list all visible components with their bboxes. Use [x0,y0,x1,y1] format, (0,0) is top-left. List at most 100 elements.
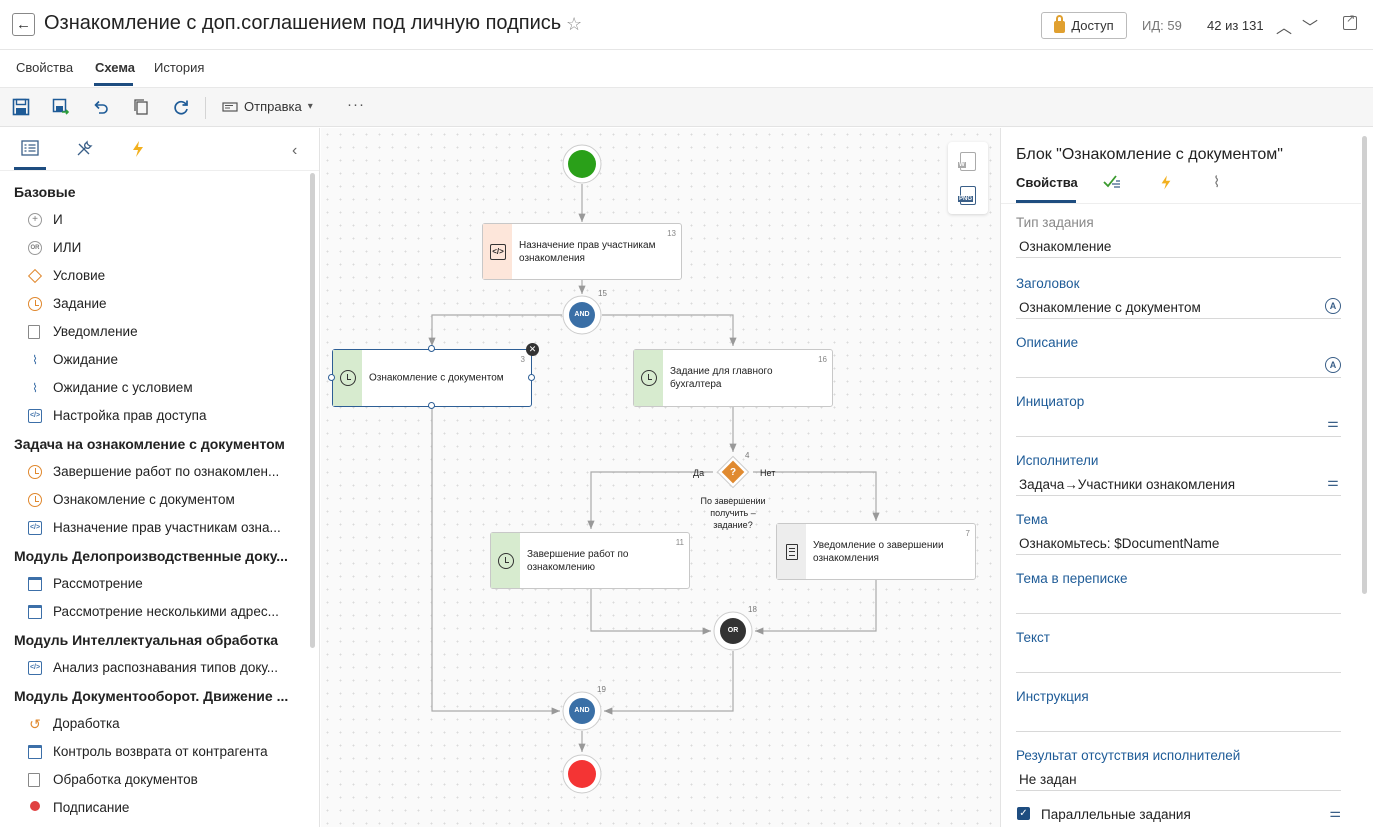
export-png-icon[interactable]: PNG [958,186,976,205]
send-dropdown[interactable]: Отправка ▾ [222,99,313,114]
field-value: Не задан [1019,772,1077,787]
and1-label: AND [574,311,590,318]
block-recognition-analysis[interactable]: </>Анализ распознавания типов доку... [28,660,279,675]
block-assign-rights[interactable]: </>Назначение прав участникам озна... [28,520,281,535]
task-icon [28,297,42,311]
block-review[interactable]: Рассмотрение [0,570,305,598]
attachment-icon[interactable]: ⌇ [1213,174,1221,191]
node-number: 13 [667,229,676,238]
tab-history[interactable]: История [154,60,205,75]
field-performers[interactable]: Исполнители Задача→Участники ознакомлени… [1016,453,1341,512]
settings-sliders-icon[interactable]: ⚌ [1327,415,1339,430]
block-access-rights[interactable]: </>Настройка прав доступа [28,408,207,423]
edge-or-to-and2 [604,651,734,715]
properties-scrollbar[interactable] [1362,136,1367,594]
gateway-and-1 [569,302,595,328]
block-acquaint[interactable]: Ознакомление с документом [0,486,305,514]
delete-node-icon[interactable]: ✕ [526,343,539,356]
block-wait-condition[interactable]: ⌇Ожидание с условием [0,374,305,402]
settings-sliders-icon[interactable]: ⚌ [1329,805,1341,820]
node-number: 3 [520,355,525,364]
checklist-icon[interactable] [1103,174,1121,193]
block-rework[interactable]: ↺Доработка [29,716,120,732]
field-text[interactable]: Текст [1016,630,1341,689]
node-assign-rights[interactable]: </> Назначение прав участникам ознакомле… [482,223,682,280]
undo-icon[interactable] [92,98,110,116]
field-description[interactable]: Описание A [1016,335,1341,394]
condition-icon [27,268,43,284]
edge-notify-to-or [755,579,877,635]
block-and[interactable]: +И [0,206,305,234]
field-label: Результат отсутствия исполнителей [1016,748,1241,763]
connection-handle[interactable] [428,402,435,409]
tools-icon[interactable] [75,140,93,158]
connection-handle[interactable] [528,374,535,381]
auto-text-icon[interactable]: A [1325,298,1341,314]
field-subject[interactable]: Тема Ознакомьтесь: $DocumentName [1016,512,1341,571]
back-button[interactable]: ← [12,13,35,36]
lock-icon [1054,15,1066,33]
edge-acquaint-to-and2 [431,407,560,715]
access-button[interactable]: Доступ [1041,12,1127,39]
block-title: Блок "Ознакомление с документом" [1016,146,1283,163]
tab-properties[interactable]: Свойства [16,60,74,75]
save-icon[interactable] [12,98,30,116]
tab-block-properties[interactable]: Свойства [1016,175,1078,190]
blocks-list-icon[interactable] [21,140,39,158]
chevron-up-icon[interactable]: ︿ [1276,20,1293,37]
toolbar-divider [205,97,206,119]
signing-icon [30,801,40,811]
lightning-icon[interactable] [130,140,148,158]
open-external-icon[interactable] [1343,12,1357,30]
save-and-close-icon[interactable] [52,98,70,116]
tab-schema[interactable]: Схема [95,60,136,75]
auto-text-icon[interactable]: A [1325,357,1341,373]
node-stripe [777,524,806,579]
block-task[interactable]: Задание [0,290,305,318]
block-condition[interactable]: Условие [0,262,305,290]
clock-icon [641,370,657,386]
block-multi-review[interactable]: Рассмотрение несколькими адрес... [0,598,305,626]
schema-canvas[interactable]: AND 15 ? 4 Да Нет По завершении получить… [321,128,1000,827]
chevron-down-icon[interactable]: ﹀ [1302,20,1319,37]
field-thread-subject[interactable]: Тема в переписке [1016,571,1341,630]
block-signing[interactable]: Подписание [0,794,305,822]
connection-handle[interactable] [428,345,435,352]
favorite-star-icon[interactable]: ☆ [566,14,583,34]
block-return-control[interactable]: Контроль возврата от контрагента [0,738,305,766]
copy-icon[interactable] [132,98,150,116]
refresh-icon[interactable] [172,98,190,116]
node-number: 7 [965,529,970,538]
palette-scrollbar[interactable] [310,173,315,648]
field-label: Тема в переписке [1016,571,1128,586]
and-icon: + [28,213,42,227]
settings-sliders-icon[interactable]: ⚌ [1327,474,1339,489]
field-header[interactable]: Заголовок Ознакомление с документом A [1016,276,1341,335]
access-rights-icon: </> [28,409,42,423]
export-word-icon[interactable]: W [958,152,976,171]
node-finish-work[interactable]: Завершение работ по ознакомлению 11 [490,532,690,589]
field-instruction[interactable]: Инструкция [1016,689,1341,748]
block-notification[interactable]: Уведомление [0,318,305,346]
field-no-performers-result[interactable]: Результат отсутствия исполнителей Не зад… [1016,748,1341,807]
lightning-icon[interactable] [1159,174,1173,194]
block-wait[interactable]: ⌇Ожидание [0,346,305,374]
more-icon[interactable]: ··· [347,96,365,113]
field-label: Тип задания [1016,215,1094,230]
toolbar: Отправка ▾ ··· [0,87,1373,127]
node-notify[interactable]: Уведомление о завершении ознакомления 7 [776,523,976,580]
node-chief-accountant[interactable]: Задание для главного бухгалтера 16 [633,349,833,407]
node-acquaint[interactable]: Ознакомление с документом 3 [332,349,532,407]
parallel-tasks-checkbox[interactable]: ✓ [1017,807,1030,820]
field-initiator[interactable]: Инициатор ⚌ [1016,394,1341,453]
field-task-type[interactable]: Тип задания Ознакомление [1016,215,1341,274]
block-finish-work[interactable]: Завершение работ по ознакомлен... [0,458,305,486]
block-documents-processing[interactable]: Обработка документов [0,766,305,794]
access-button-label: Доступ [1071,18,1114,33]
field-value: Ознакомление [1019,239,1112,254]
connection-handle[interactable] [328,374,335,381]
collapse-panel-icon[interactable]: ‹ [292,142,298,159]
